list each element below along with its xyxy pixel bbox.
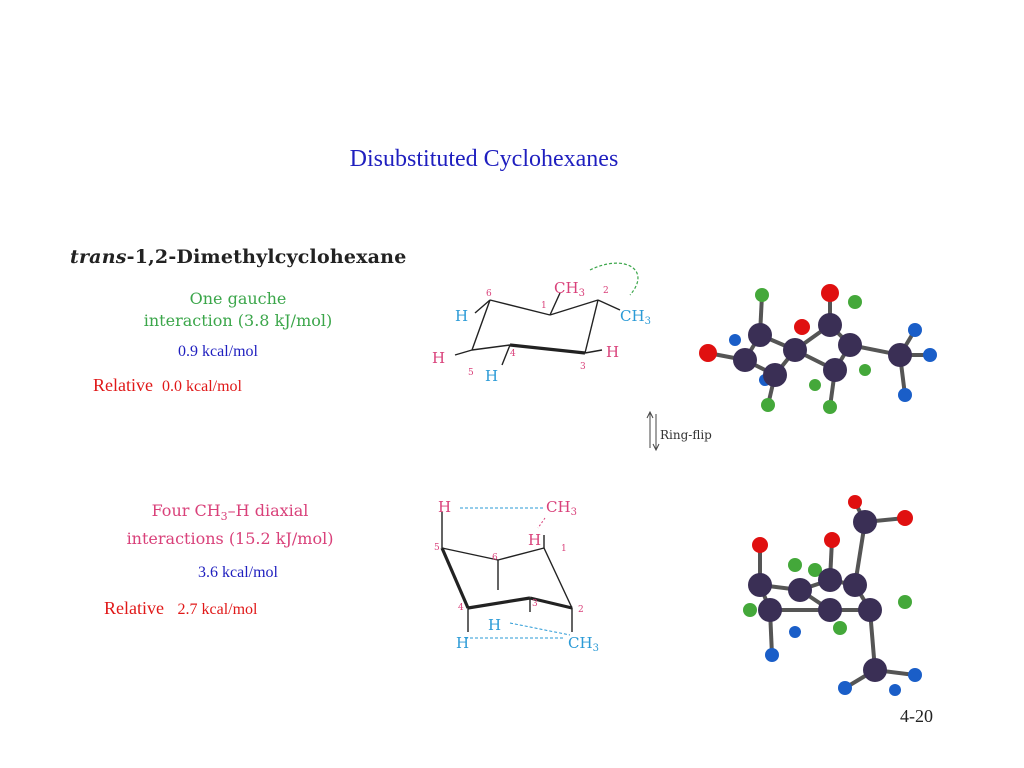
CH3-top-right: CH3 [546,498,577,518]
CH3-right: CH3 [620,307,651,327]
b-carbon-number-5: 5 [434,543,440,553]
bottom-relative: Relative 2.7 kcal/mol [104,598,257,619]
bottom-model-atoms [743,495,922,696]
carbon-number-1: 1 [541,301,547,311]
carbon-number-5: 5 [468,368,474,378]
diaxial-line-2: interactions (15.2 kJ/mol) [126,529,334,549]
b-carbon-number-3: 3 [532,599,538,609]
CH3-bottom-right: CH3 [568,634,599,654]
carbon-number-4: 4 [510,349,516,359]
top-ball-stick-model [699,284,937,414]
slide-title: Disubstituted Cyclohexanes [349,146,619,172]
bottom-relative-label: Relative [104,598,164,618]
H-bottom: H [485,367,498,385]
b-carbon-number-2: 2 [578,605,584,615]
ring-flip-label: Ring-flip [660,428,712,442]
carbon-number-6: 6 [486,289,492,299]
H-top-left: H [438,498,451,516]
gauche-arrow [589,262,639,296]
H-mid: H [528,531,541,549]
b-carbon-number-6: 6 [492,553,498,563]
bottom-relative-value: 2.7 kcal/mol [177,601,258,618]
H-bottom-left: H [456,634,469,652]
H-lower: H [488,616,501,634]
H-left-lower: H [432,349,445,367]
top-relative-label: Relative [93,375,153,395]
H-right: H [606,343,619,361]
CH3-top: CH3 [554,279,585,299]
b-carbon-number-1: 1 [561,544,567,554]
top-relative-value: 0.0 kcal/mol [161,378,242,395]
H-left-upper: H [455,307,468,325]
carbon-number-2: 2 [603,286,609,296]
carbon-number-3: 3 [580,362,586,372]
b-carbon-number-4: 4 [458,603,464,613]
gauche-interaction-text: One gauche interaction (3.8 kJ/mol) [128,288,348,332]
bottom-ball-stick-model [743,495,922,696]
top-model-atoms [699,284,937,414]
gauche-line-2: interaction (3.8 kJ/mol) [143,311,333,330]
top-kcal: 0.9 kcal/mol [178,343,258,360]
diaxial-interaction-text: Four CH3–H diaxial interactions (15.2 kJ… [110,500,350,550]
slide-number: 4-20 [900,706,933,726]
gauche-line-1: One gauche [189,289,287,308]
heading-italic: trans [70,246,127,268]
bottom-kcal: 3.6 kcal/mol [198,564,278,581]
top-relative: Relative 0.0 kcal/mol [93,375,242,396]
top-chair-structure: H H H H CH3 CH3 6 1 2 3 4 5 [432,262,651,385]
ring-flip-indicator: Ring-flip [646,410,712,452]
diaxial-line-1: Four CH3–H diaxial [151,501,309,524]
compound-heading: trans-1,2-Dimethylcyclohexane [70,246,406,268]
bottom-chair-structure: H CH3 H H H CH3 5 6 1 2 3 4 [434,498,599,654]
heading-rest: -1,2-Dimethylcyclohexane [126,246,407,268]
